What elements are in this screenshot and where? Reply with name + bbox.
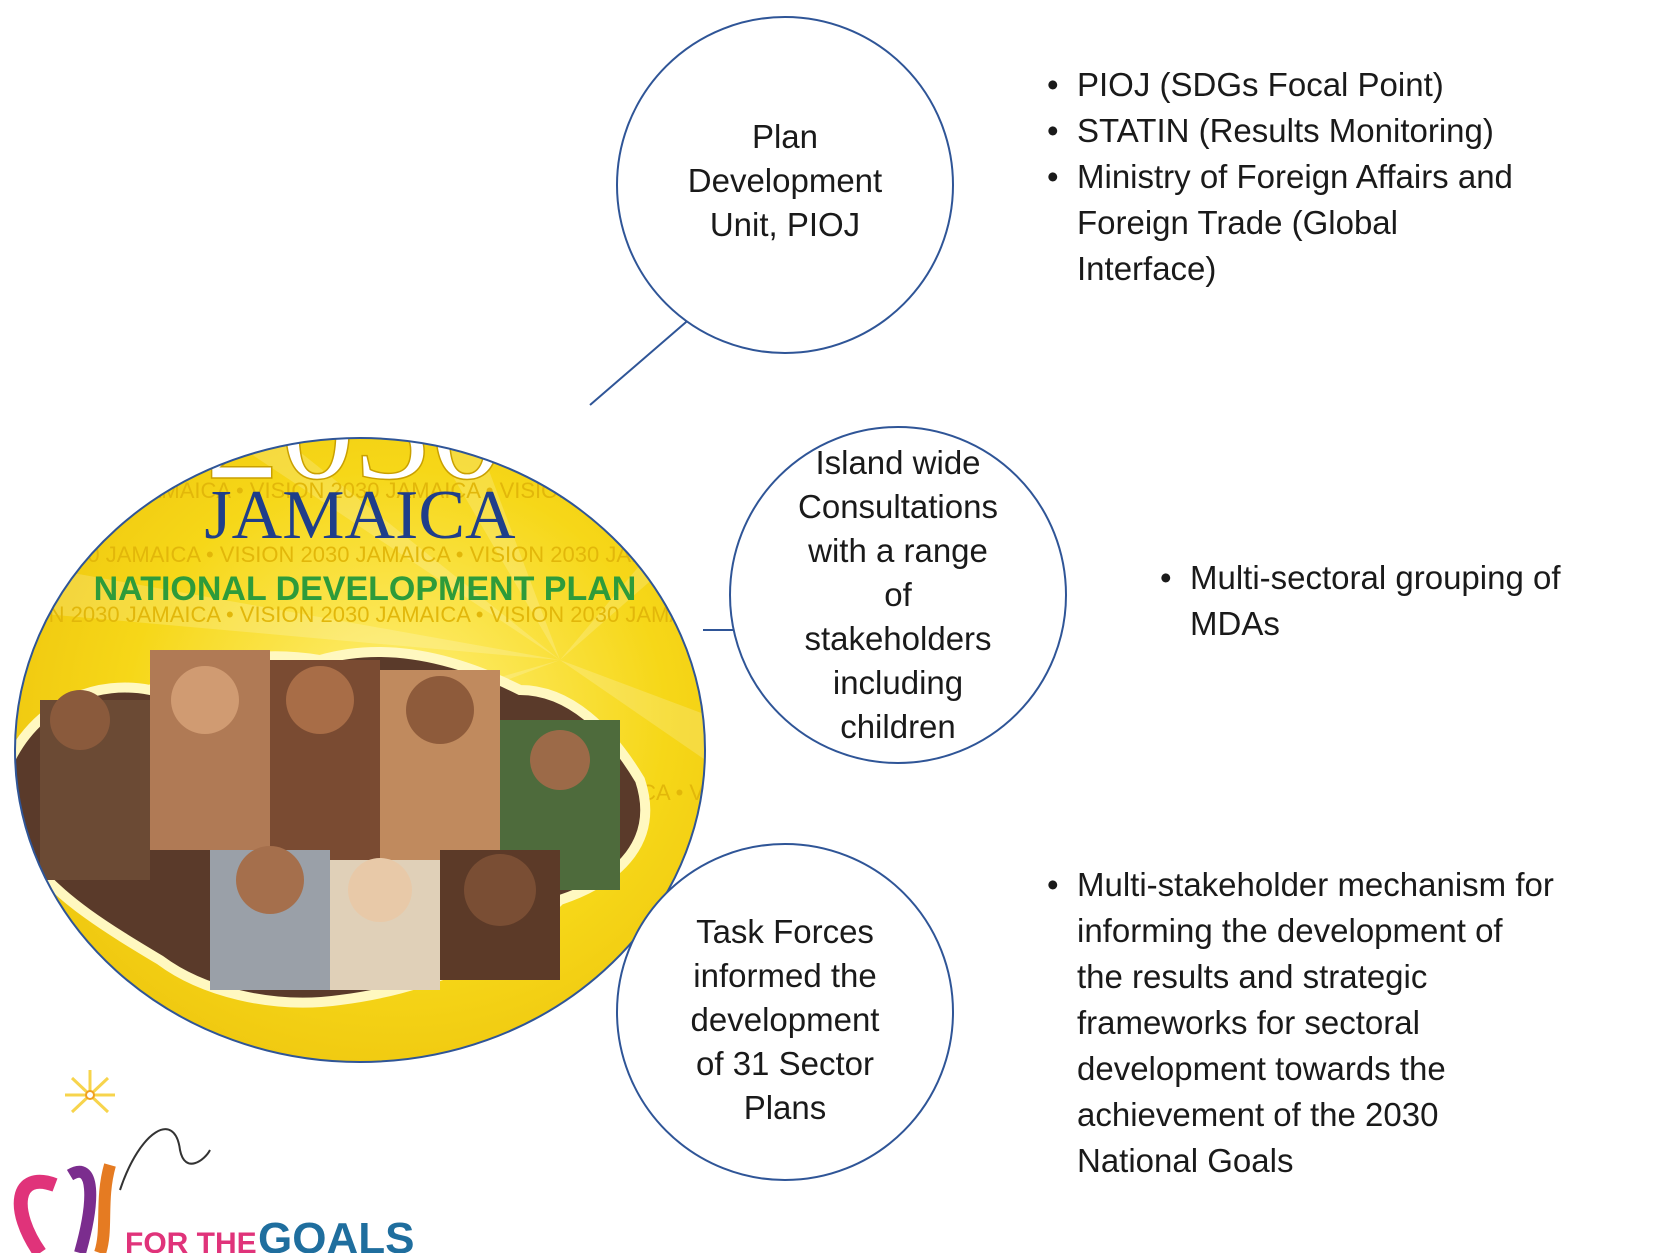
node-label-line: with a range: [808, 532, 988, 569]
node-label-line: including: [832, 664, 964, 701]
node-label-plan-development: Plan Development Unit, PIOJ: [655, 115, 915, 247]
bullet-item: Ministry of Foreign Affairs and Foreign …: [1035, 154, 1517, 292]
node-label-line: informed the: [693, 957, 877, 994]
node-label-line: Plan: [751, 118, 819, 155]
banner-watermark-3: VISION 2030 JAMAICA • VISION 2030 JAMAIC…: [0, 602, 983, 627]
svg-text:GOALS: GOALS: [258, 1214, 414, 1253]
node-label-line: Task Forces: [696, 913, 874, 950]
node-circle-consultations: [729, 426, 1067, 764]
bullet-item: Multi-sectoral grouping of MDAs: [1148, 555, 1653, 647]
node-circle-task-forces: [616, 843, 954, 1181]
banner-watermark-2: VISION 2030 JAMAICA • VISION 2030 JAMAIC…: [0, 542, 963, 567]
banner-subtitle: NATIONAL DEVELOPMENT PLAN: [94, 570, 637, 608]
node-label-line: Plans: [743, 1089, 827, 1126]
connector-top: [589, 309, 701, 406]
node-label-line: of: [884, 576, 912, 613]
node-label-line: Unit, PIOJ: [709, 206, 861, 243]
node-label-line: Island wide: [815, 444, 981, 481]
node-label-line: of 31 Sector: [696, 1045, 874, 1082]
girls-for-the-goals-logo: FOR THE GOALS: [13, 1070, 414, 1253]
node-circle-plan-development: [616, 16, 954, 354]
bullet-item: STATIN (Results Monitoring): [1035, 108, 1555, 154]
banner-country: JAMAICA: [204, 477, 516, 554]
photo-collage: [40, 650, 620, 990]
node-label-task-forces: Task Forces informed the development of …: [655, 910, 915, 1130]
node-label-consultations: Island wide Consultations with a range o…: [768, 441, 1028, 749]
bullet-list-task-forces: Multi-stakeholder mechanism for informin…: [1035, 862, 1555, 1184]
node-label-line: stakeholders: [804, 620, 992, 657]
node-label-line: Development: [687, 162, 883, 199]
bullet-list-plan-development: PIOJ (SDGs Focal Point) STATIN (Results …: [1035, 62, 1555, 292]
bullet-item: Multi-stakeholder mechanism for informin…: [1035, 862, 1557, 1184]
node-label-line: children: [840, 708, 956, 745]
node-label-line: Consultations: [798, 488, 998, 525]
node-label-line: development: [690, 1001, 880, 1038]
svg-text:FOR THE: FOR THE: [125, 1227, 257, 1253]
bullet-item: PIOJ (SDGs Focal Point): [1035, 62, 1555, 108]
bullet-list-consultations: Multi-sectoral grouping of MDAs: [1148, 555, 1653, 647]
banner-ellipse-border: [14, 437, 706, 1063]
